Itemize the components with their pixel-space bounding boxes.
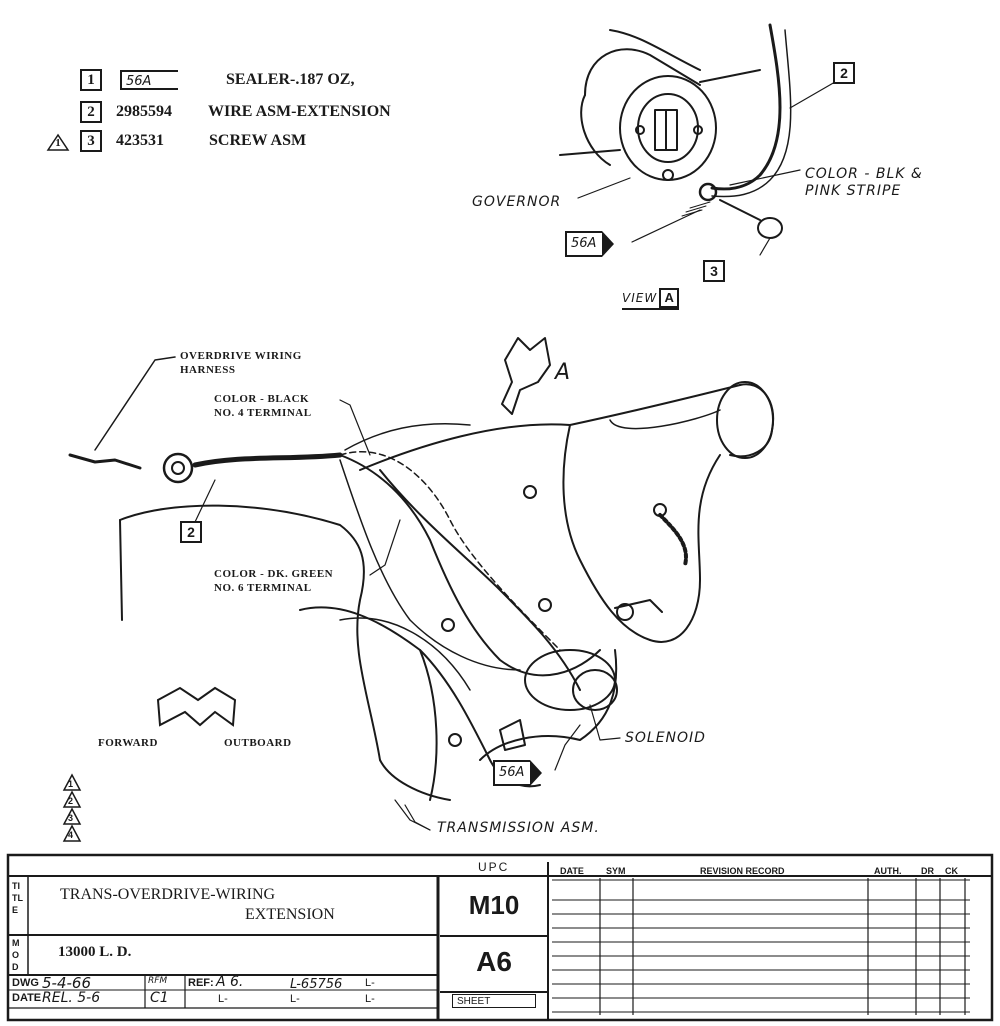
sealer-tag-view-a: 56A xyxy=(565,231,616,257)
governor-label: GOVERNOR xyxy=(472,194,562,210)
rev-header-dr: DR xyxy=(921,866,934,876)
rel-date: REL. 5-6 xyxy=(42,990,101,1006)
harness-label: OVERDRIVE WIRING HARNESS xyxy=(180,349,302,377)
part-number: 423531 xyxy=(116,132,164,149)
sealer-tag-main: 56A xyxy=(493,760,544,786)
rfm-label: RFM xyxy=(148,976,168,986)
mod-value: 13000 L. D. xyxy=(58,944,132,960)
harness-line2: HARNESS xyxy=(180,364,236,376)
rev-header-auth: AUTH. xyxy=(874,866,902,876)
upc-label: UPC xyxy=(478,860,510,874)
l-blank-3: L- xyxy=(290,993,300,1005)
transmission-label: TRANSMISSION ASM. xyxy=(437,820,600,836)
green-terminal-label: COLOR - DK. GREEN NO. 6 TERMINAL xyxy=(214,567,333,595)
view-arrow xyxy=(501,337,551,415)
black-terminal-line1: COLOR - BLACK xyxy=(214,393,310,405)
mod-marker: MOD xyxy=(12,938,20,972)
revision-mark-2: 2 xyxy=(68,796,74,806)
section-code: A6 xyxy=(476,946,512,977)
forward-label: FORWARD xyxy=(98,737,158,749)
l-number: L-65756 xyxy=(290,977,343,992)
rev-header-ck: CK xyxy=(945,866,958,876)
revision-mark-4: 4 xyxy=(68,830,74,840)
drawing-title-line2: EXTENSION xyxy=(245,906,335,923)
callout-2-view-a: 2 xyxy=(833,62,855,84)
item-number: 3 xyxy=(80,130,102,152)
item-description: SEALER-.187 OZ, xyxy=(226,71,355,88)
sheet-label: SHEET xyxy=(452,994,536,1008)
callout-3-view-a: 3 xyxy=(703,260,725,282)
revision-mark-1: 1 xyxy=(68,779,74,789)
view-label-text: VIEW xyxy=(622,291,658,305)
callout-2-main: 2 xyxy=(180,521,202,543)
rev-header-date: DATE xyxy=(560,866,584,876)
harness-line1: OVERDRIVE WIRING xyxy=(180,350,302,362)
governor-drawing xyxy=(559,29,761,181)
rev-header-record: REVISION RECORD xyxy=(700,866,785,876)
view-arrow-letter: A xyxy=(555,360,571,385)
wire-color-line2: PINK STRIPE xyxy=(805,183,902,199)
title-marker: TITLE xyxy=(12,881,23,915)
rev-header-sym: SYM xyxy=(606,866,626,876)
item-description: SCREW ASM xyxy=(209,132,307,149)
dwg-date: 5-4-66 xyxy=(42,974,91,992)
revision-note: 1 xyxy=(55,137,61,149)
l-blank-4: L- xyxy=(365,993,375,1005)
ref-value: A 6. xyxy=(216,974,244,990)
view-letter-box: A xyxy=(659,288,680,308)
view-a-label: VIEW A xyxy=(622,288,680,310)
upc-code: M10 xyxy=(468,890,520,920)
black-terminal-line2: NO. 4 TERMINAL xyxy=(214,407,312,419)
legend-row-2: 2 2985594 WIRE ASM-EXTENSION xyxy=(48,100,391,124)
green-terminal-line1: COLOR - DK. GREEN xyxy=(214,568,334,580)
governor-wire xyxy=(698,23,801,202)
l-blank-1: L- xyxy=(365,977,375,989)
legend-row-1: 1 56A SEALER-.187 OZ, xyxy=(48,68,354,92)
part-number: 2985594 xyxy=(116,103,172,120)
direction-symbol xyxy=(156,686,237,727)
date-label: DATE xyxy=(12,992,42,1004)
wire-color-label: COLOR - BLK & PINK STRIPE xyxy=(805,166,923,200)
trans-top-edge xyxy=(359,384,741,471)
item-description: WIRE ASM-EXTENSION xyxy=(208,103,391,120)
wire-color-line1: COLOR - BLK & xyxy=(805,166,923,182)
revision-mark-3: 3 xyxy=(68,813,74,823)
screw-drawing xyxy=(719,199,783,256)
green-terminal-line2: NO. 6 TERMINAL xyxy=(214,582,312,594)
legend-row-3: 1 3 423531 SCREW ASM xyxy=(48,129,306,153)
revision-triangles xyxy=(62,773,82,842)
item-number: 2 xyxy=(80,101,102,123)
item-number: 1 xyxy=(80,69,102,91)
drawing-title-line1: TRANS-OVERDRIVE-WIRING xyxy=(60,886,276,903)
legend-rev-triangle xyxy=(46,133,70,151)
title-block-frame xyxy=(6,853,994,1022)
ci-value: C1 xyxy=(150,990,169,1006)
dwg-label: DWG xyxy=(12,977,39,989)
ref-label: REF: xyxy=(188,977,214,989)
outboard-label: OUTBOARD xyxy=(224,737,292,749)
solenoid-label: SOLENOID xyxy=(625,730,706,746)
l-blank-2: L- xyxy=(218,993,228,1005)
black-terminal-label: COLOR - BLACK NO. 4 TERMINAL xyxy=(214,392,312,420)
sealer-part-tag: 56A xyxy=(120,70,178,90)
